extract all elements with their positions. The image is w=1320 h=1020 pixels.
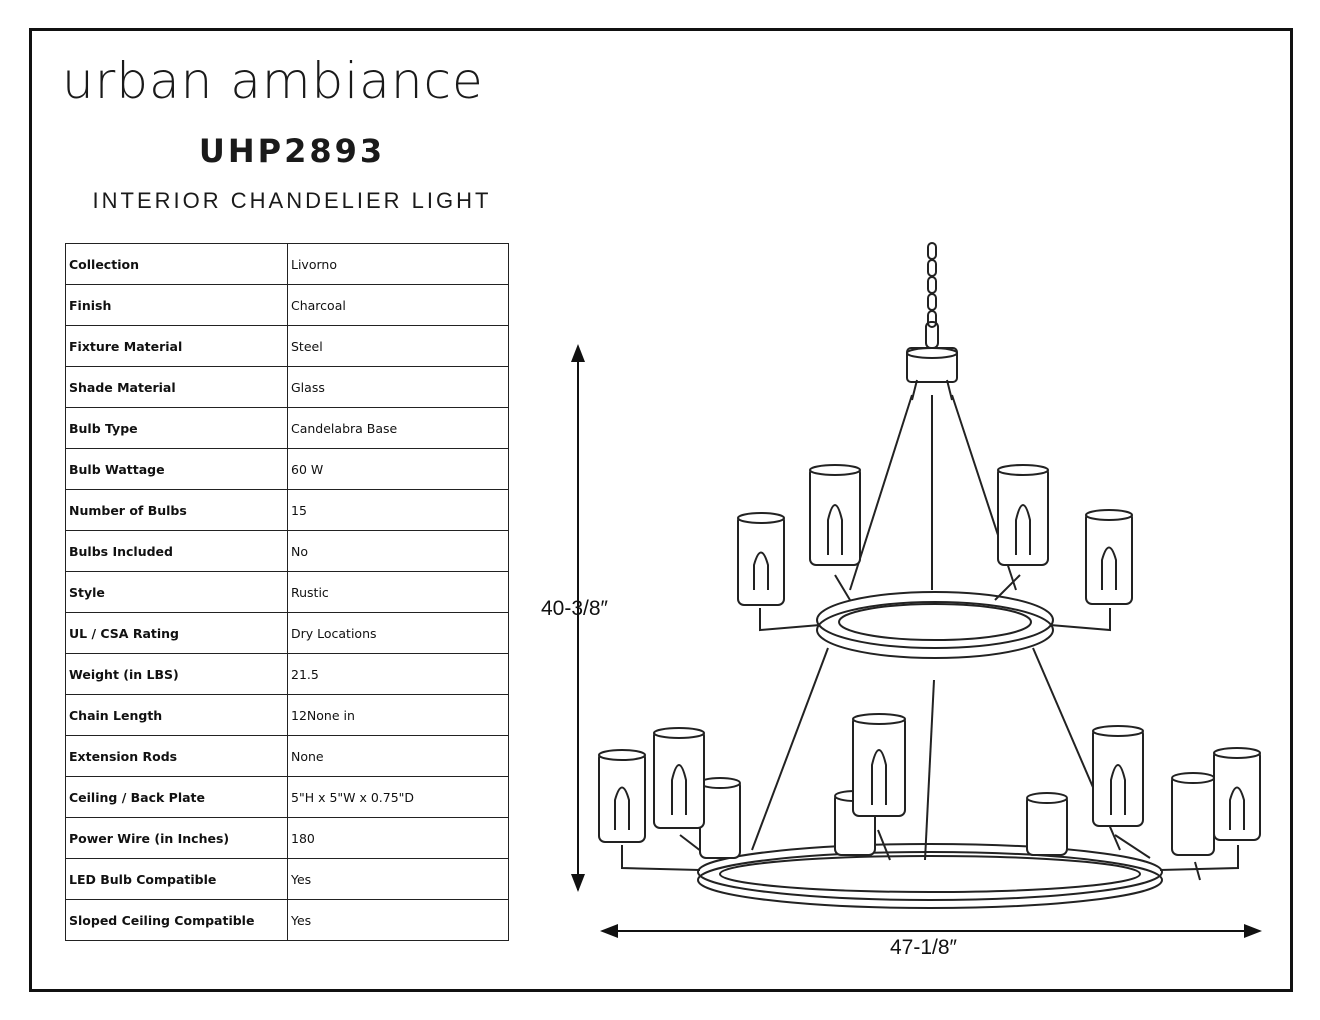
spec-label: Style bbox=[65, 571, 288, 613]
upper-arms bbox=[759, 574, 1111, 632]
product-type: INTERIOR CHANDELIER LIGHT bbox=[92, 188, 492, 213]
shade bbox=[1171, 772, 1215, 856]
shade bbox=[737, 512, 785, 606]
height-dimension-label: 40-3/8″ bbox=[541, 597, 608, 620]
height-arrow bbox=[571, 344, 585, 892]
shade bbox=[997, 464, 1049, 566]
spec-value: Dry Locations bbox=[287, 612, 509, 654]
shade bbox=[1026, 792, 1068, 856]
spec-value: 180 bbox=[287, 817, 509, 859]
spec-label: Fixture Material bbox=[65, 325, 288, 367]
spec-value: Rustic bbox=[287, 571, 509, 613]
spec-value: Candelabra Base bbox=[287, 407, 509, 449]
page-border bbox=[29, 28, 1293, 992]
spec-value: None bbox=[287, 735, 509, 777]
shade bbox=[852, 713, 906, 817]
spec-value: 5"H x 5"W x 0.75"D bbox=[287, 776, 509, 818]
spec-value: No bbox=[287, 530, 509, 572]
spec-label: Ceiling / Back Plate bbox=[65, 776, 288, 818]
shade bbox=[653, 727, 705, 829]
spec-value: 21.5 bbox=[287, 653, 509, 695]
spec-label: LED Bulb Compatible bbox=[65, 858, 288, 900]
spec-label: Sloped Ceiling Compatible bbox=[65, 899, 288, 941]
spec-label: Number of Bulbs bbox=[65, 489, 288, 531]
spec-value: Charcoal bbox=[287, 284, 509, 326]
spec-row: Power Wire (in Inches)180 bbox=[65, 817, 509, 859]
spec-value: 12None in bbox=[287, 694, 509, 736]
shade bbox=[699, 777, 741, 859]
model-number: UHP2893 bbox=[198, 132, 386, 170]
width-dimension-label: 47-1/8″ bbox=[890, 936, 957, 959]
spec-label: Power Wire (in Inches) bbox=[65, 817, 288, 859]
brand-logo: urban ambiance bbox=[62, 52, 484, 110]
spec-label: Chain Length bbox=[65, 694, 288, 736]
spec-value: Livorno bbox=[287, 243, 509, 285]
spec-label: Bulb Type bbox=[65, 407, 288, 449]
upper-ring bbox=[816, 591, 1054, 659]
spec-label: Extension Rods bbox=[65, 735, 288, 777]
support-rods bbox=[751, 379, 1121, 861]
spec-label: Weight (in LBS) bbox=[65, 653, 288, 695]
shade bbox=[598, 749, 646, 843]
lower-ring bbox=[697, 843, 1163, 909]
shade bbox=[1092, 725, 1144, 827]
spec-value: Glass bbox=[287, 366, 509, 408]
shade bbox=[1085, 509, 1133, 605]
shade bbox=[1213, 747, 1261, 841]
shade bbox=[809, 464, 861, 566]
width-arrow bbox=[600, 924, 1262, 938]
spec-value: 15 bbox=[287, 489, 509, 531]
spec-value: Yes bbox=[287, 899, 509, 941]
lower-arms bbox=[621, 829, 1239, 881]
chain bbox=[925, 242, 939, 349]
spec-row: Weight (in LBS)21.5 bbox=[65, 653, 509, 695]
hub bbox=[906, 347, 958, 383]
glass-shades bbox=[598, 464, 1261, 859]
